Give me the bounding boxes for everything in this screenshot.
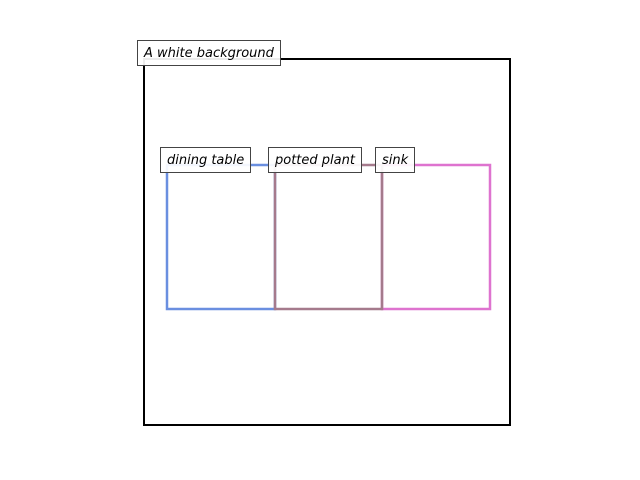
sink-label: sink [375,147,416,173]
dining-table-box [165,163,277,311]
scene-caption-label: A white background [137,40,281,66]
scene-frame [143,58,511,426]
sink-box [380,163,492,311]
dining-table-label: dining table [160,147,252,173]
potted-plant-label: potted plant [268,147,362,173]
potted-plant-box [273,163,384,311]
